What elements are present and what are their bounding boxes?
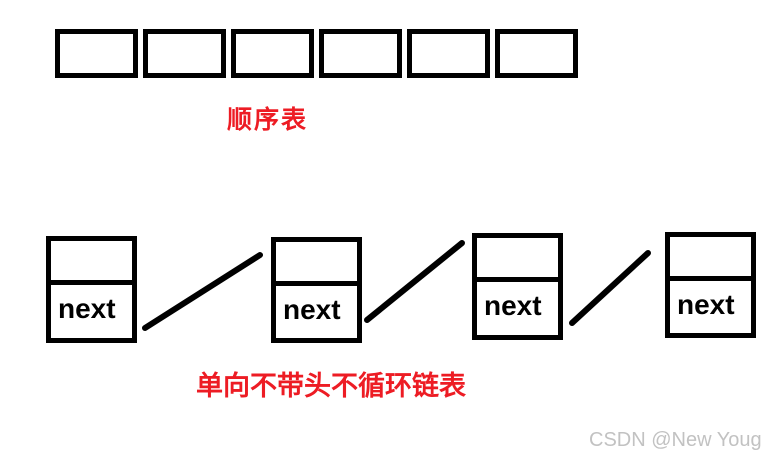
node-next-label: next xyxy=(677,289,735,320)
array-cell xyxy=(407,29,490,78)
linked-list-node: next xyxy=(472,233,563,340)
node-next-label: next xyxy=(283,294,341,325)
next-pointer-line xyxy=(142,252,263,331)
node-data-cell xyxy=(51,241,132,285)
node-data-cell xyxy=(670,237,751,281)
array-row xyxy=(55,29,578,78)
node-next-cell: next xyxy=(276,286,357,334)
watermark: CSDN @New Youg xyxy=(589,429,762,451)
node-next-cell: next xyxy=(51,285,132,333)
linked-list-node: next xyxy=(665,232,756,338)
array-cell xyxy=(319,29,402,78)
node-next-cell: next xyxy=(670,281,751,329)
next-pointer-line xyxy=(364,240,465,323)
array-cell xyxy=(231,29,314,78)
linked-list-node: next xyxy=(46,236,137,343)
array-cell xyxy=(495,29,578,78)
node-data-cell xyxy=(276,242,357,286)
list-label: 单向不带头不循环链表 xyxy=(196,371,466,401)
array-cell xyxy=(143,29,226,78)
node-next-label: next xyxy=(484,290,542,321)
node-data-cell xyxy=(477,238,558,282)
next-pointer-line xyxy=(569,250,651,326)
node-next-cell: next xyxy=(477,282,558,330)
array-label: 顺序表 xyxy=(227,106,309,134)
linked-list-node: next xyxy=(271,237,362,343)
node-next-label: next xyxy=(58,293,116,324)
array-cell xyxy=(55,29,138,78)
